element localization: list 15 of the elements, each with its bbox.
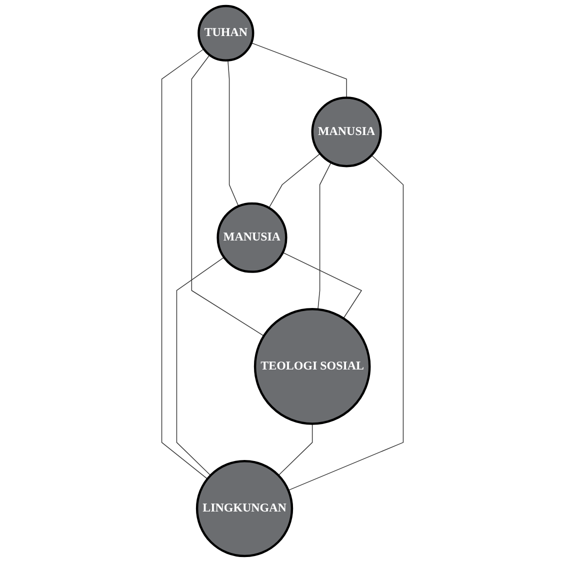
node-circle: MANUSIA [216,202,288,273]
connector [282,252,362,319]
connector [176,256,224,476]
connector [228,60,239,207]
connector [278,423,313,476]
connector [250,42,347,98]
connector [191,54,264,336]
connector [288,154,404,491]
connector [161,48,208,480]
node-circle: LINGKUNGAN [196,460,294,558]
node-circle: TUHAN [198,4,254,62]
connector [268,153,321,208]
connector [318,162,332,310]
node-circle: TEOLOGI SOSIAL [254,308,371,425]
node-circle: MANUSIA [311,96,382,168]
